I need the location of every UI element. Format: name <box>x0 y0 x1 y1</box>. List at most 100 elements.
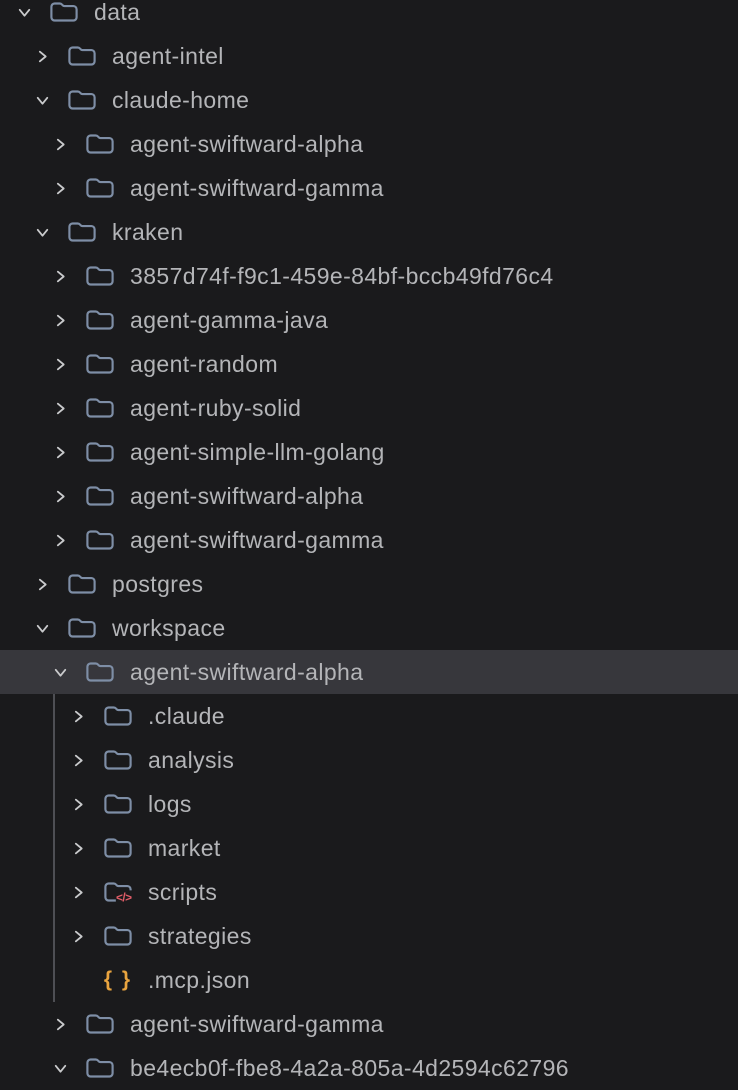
tree-row[interactable]: </> { } be4ecb0f-fbe8-4a2a-805a-4d2594c6… <box>0 1046 738 1090</box>
chevron-right-icon <box>56 402 65 414</box>
row-label: agent-ruby-solid <box>130 394 302 421</box>
chevron-right-toggle[interactable] <box>52 312 69 329</box>
json-icon: { } <box>103 968 133 991</box>
tree-row[interactable]: </> { } agent-swiftward-gamma <box>0 166 738 210</box>
chevron-right-toggle[interactable] <box>52 488 69 505</box>
chevron-right-toggle[interactable] <box>52 268 69 285</box>
folder-icon: </> { } <box>86 527 114 553</box>
chevron-right-toggle[interactable] <box>70 708 87 725</box>
folder-icon <box>104 794 132 814</box>
tree-row[interactable]: </> { } strategies <box>0 914 738 958</box>
no-chevron-spacer <box>70 972 87 989</box>
tree-row[interactable]: </> { } data <box>0 0 738 34</box>
row-label: agent-intel <box>112 42 224 69</box>
tree-row[interactable]: </> { } kraken <box>0 210 738 254</box>
chevron-right-icon <box>38 50 47 62</box>
folder-icon: </> { } <box>86 131 114 157</box>
chevron-right-icon <box>56 490 65 502</box>
chevron-right-toggle[interactable] <box>70 796 87 813</box>
chevron-right-toggle[interactable] <box>52 532 69 549</box>
chevron-down-toggle[interactable] <box>34 92 51 109</box>
chevron-right-toggle[interactable] <box>52 136 69 153</box>
row-label: 3857d74f-f9c1-459e-84bf-bccb49fd76c4 <box>130 262 554 289</box>
folder-icon: </> { } <box>104 791 132 817</box>
chevron-right-toggle[interactable] <box>52 444 69 461</box>
folder-icon <box>68 618 96 638</box>
folder-icon <box>86 442 114 462</box>
folder-icon <box>86 310 114 330</box>
chevron-right-icon <box>74 930 83 942</box>
folder-icon: </> { } <box>86 395 114 421</box>
tree-row[interactable]: </> { } agent-simple-llm-golang <box>0 430 738 474</box>
chevron-down-icon <box>36 228 49 237</box>
folder-icon <box>86 178 114 198</box>
chevron-right-icon <box>56 270 65 282</box>
chevron-right-icon <box>74 710 83 722</box>
chevron-right-toggle[interactable] <box>34 48 51 65</box>
folder-icon: </> { } <box>68 43 96 69</box>
chevron-down-toggle[interactable] <box>52 664 69 681</box>
row-label: agent-gamma-java <box>130 306 329 333</box>
row-label: claude-home <box>112 86 250 113</box>
folder-icon: </> { } <box>86 1011 114 1037</box>
folder-icon <box>86 1014 114 1034</box>
chevron-down-toggle[interactable] <box>16 4 33 21</box>
tree-row[interactable]: </> { } .claude <box>0 694 738 738</box>
tree-row[interactable]: </> { } .mcp.json <box>0 958 738 1002</box>
folder-icon <box>68 46 96 66</box>
tree-row[interactable]: </> { } logs <box>0 782 738 826</box>
folder-icon <box>68 574 96 594</box>
chevron-down-icon <box>36 624 49 633</box>
code-badge: </> <box>116 890 132 904</box>
tree-row[interactable]: </> { } market <box>0 826 738 870</box>
row-label: agent-simple-llm-golang <box>130 438 385 465</box>
chevron-right-toggle[interactable] <box>52 180 69 197</box>
folder-icon <box>86 398 114 418</box>
folder-code-icon: </> { } <box>104 879 132 905</box>
row-label: scripts <box>148 878 218 905</box>
tree-row[interactable]: </> { } claude-home <box>0 78 738 122</box>
folder-icon: </> { } <box>50 0 78 25</box>
chevron-down-icon <box>36 96 49 105</box>
tree-row[interactable]: </> { } agent-intel <box>0 34 738 78</box>
tree-row[interactable]: </> { } agent-swiftward-alpha <box>0 474 738 518</box>
chevron-right-toggle[interactable] <box>34 576 51 593</box>
folder-icon <box>104 838 132 858</box>
chevron-right-toggle[interactable] <box>70 884 87 901</box>
tree-row[interactable]: </> { } agent-swiftward-gamma <box>0 1002 738 1046</box>
row-label: agent-swiftward-alpha <box>130 482 364 509</box>
tree-row[interactable]: </> { } 3857d74f-f9c1-459e-84bf-bccb49fd… <box>0 254 738 298</box>
chevron-right-toggle[interactable] <box>70 840 87 857</box>
chevron-down-toggle[interactable] <box>34 224 51 241</box>
folder-icon <box>86 662 114 682</box>
folder-icon: </> { } <box>68 219 96 245</box>
folder-icon <box>104 706 132 726</box>
tree-row[interactable]: </> { } analysis <box>0 738 738 782</box>
tree-row[interactable]: </> { } agent-swiftward-gamma <box>0 518 738 562</box>
chevron-right-toggle[interactable] <box>70 928 87 945</box>
tree-row[interactable]: </> { } agent-swiftward-alpha <box>0 122 738 166</box>
folder-icon: </> { } <box>104 923 132 949</box>
folder-icon: </> { } <box>86 659 114 685</box>
chevron-down-toggle[interactable] <box>52 1060 69 1077</box>
chevron-right-toggle[interactable] <box>52 400 69 417</box>
tree-row[interactable]: </> { } workspace <box>0 606 738 650</box>
chevron-right-icon <box>74 754 83 766</box>
tree-row[interactable]: </> { } agent-swiftward-alpha <box>0 650 738 694</box>
chevron-right-toggle[interactable] <box>70 752 87 769</box>
tree-row[interactable]: </> { } agent-gamma-java <box>0 298 738 342</box>
chevron-right-icon <box>56 446 65 458</box>
indent-guide <box>53 694 55 1002</box>
chevron-right-toggle[interactable] <box>52 356 69 373</box>
chevron-right-icon <box>38 578 47 590</box>
tree-row[interactable]: </> { } scripts <box>0 870 738 914</box>
folder-icon: </> { } <box>86 307 114 333</box>
chevron-right-toggle[interactable] <box>52 1016 69 1033</box>
folder-icon: </> { } <box>86 439 114 465</box>
chevron-down-toggle[interactable] <box>34 620 51 637</box>
tree-row[interactable]: </> { } agent-ruby-solid <box>0 386 738 430</box>
tree-row[interactable]: </> { } postgres <box>0 562 738 606</box>
folder-icon <box>50 2 78 22</box>
tree-row[interactable]: </> { } agent-random <box>0 342 738 386</box>
